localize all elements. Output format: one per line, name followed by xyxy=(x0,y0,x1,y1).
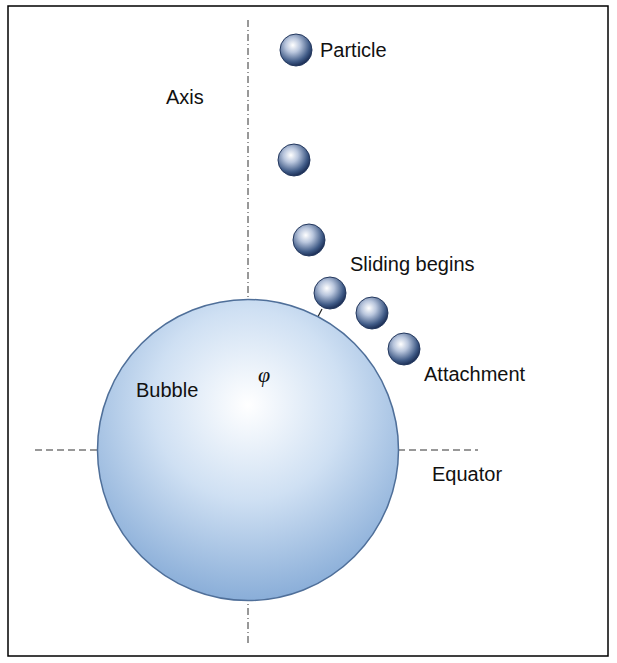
particle xyxy=(293,224,325,256)
particle xyxy=(280,34,312,66)
attachment-label: Attachment xyxy=(424,362,525,386)
bubble: Bubble xyxy=(96,298,400,602)
particle-label: Particle xyxy=(320,38,387,62)
equator-label: Equator xyxy=(432,462,502,486)
bubble-circle xyxy=(98,300,399,601)
particle xyxy=(388,333,420,365)
particle xyxy=(356,297,388,329)
angle-symbol: φ xyxy=(258,363,270,387)
axis-label: Axis xyxy=(166,85,204,109)
bubble-label: Bubble xyxy=(136,378,198,402)
frame xyxy=(8,6,608,656)
particle xyxy=(278,144,310,176)
sliding-label: Sliding begins xyxy=(350,252,475,276)
bubble-outline xyxy=(96,298,400,602)
particle xyxy=(314,277,346,309)
